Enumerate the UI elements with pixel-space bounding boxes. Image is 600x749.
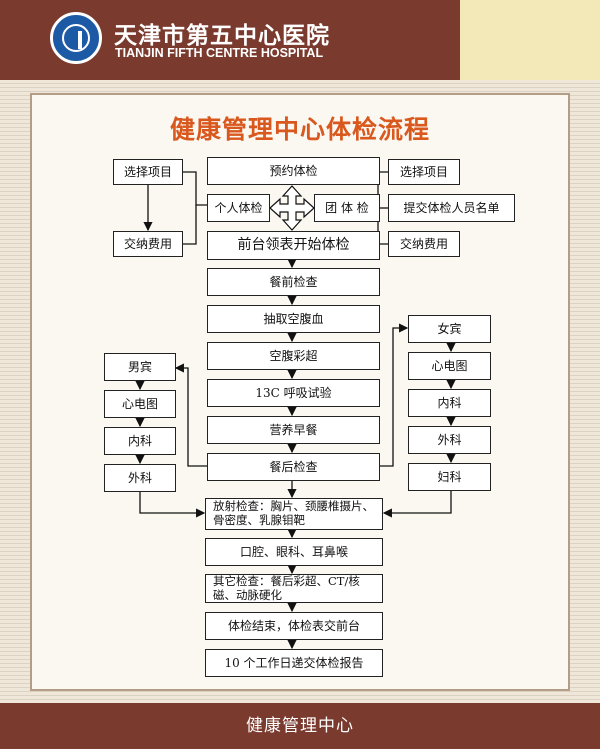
female-internal-box: 内科 [408,389,491,417]
finish-box: 体检结束，体检表交前台 [205,612,383,640]
ind-choose-box: 选择项目 [113,159,183,185]
radiology-box: 放射检查：胸片、颈腰椎摄片、骨密度、乳腺钼靶 [205,498,383,530]
grp-submit-box: 提交体检人员名单 [388,194,515,222]
post-meal-box: 餐后检查 [207,453,380,481]
other-box: 其它检查：餐后彩超、CT/核磁、动脉硬化 [205,574,383,603]
front-desk-box: 前台领表开始体检 [207,231,380,260]
ind-pay-box: 交纳费用 [113,231,183,257]
page-title: 健康管理中心体检流程 [169,115,430,144]
report-box: 10 个工作日递交体检报告 [205,649,383,677]
breath-test-box: 13C 呼吸试验 [207,379,380,407]
footer-title: 健康管理中心 [246,716,354,736]
female-box: 女宾 [408,315,491,343]
male-internal-box: 内科 [104,427,176,455]
ultrasound-box: 空腹彩超 [207,342,380,370]
female-ecg-box: 心电图 [408,352,491,380]
individual-box: 个人体检 [207,194,270,222]
breakfast-box: 营养早餐 [207,416,380,444]
header-accent-block [460,0,600,80]
group-box: 团 体 检 [314,194,380,222]
hospital-name-en: TIANJIN FIFTH CENTRE HOSPITAL [115,46,324,60]
male-ecg-box: 心电图 [104,390,176,418]
pre-meal-box: 餐前检查 [207,268,380,296]
grp-pay-box: 交纳费用 [388,231,460,257]
hospital-name-cn: 天津市第五中心医院 [114,23,330,49]
ent-box: 口腔、眼科、耳鼻喉 [205,538,383,566]
male-surgery-box: 外科 [104,464,176,492]
female-gyn-box: 妇科 [408,463,491,491]
hospital-logo-icon [50,12,102,64]
female-surgery-box: 外科 [408,426,491,454]
footer-bar [0,703,600,749]
male-box: 男宾 [104,353,176,381]
grp-choose-box: 选择项目 [388,159,460,185]
reserve-box: 预约体检 [207,157,380,185]
blood-box: 抽取空腹血 [207,305,380,333]
